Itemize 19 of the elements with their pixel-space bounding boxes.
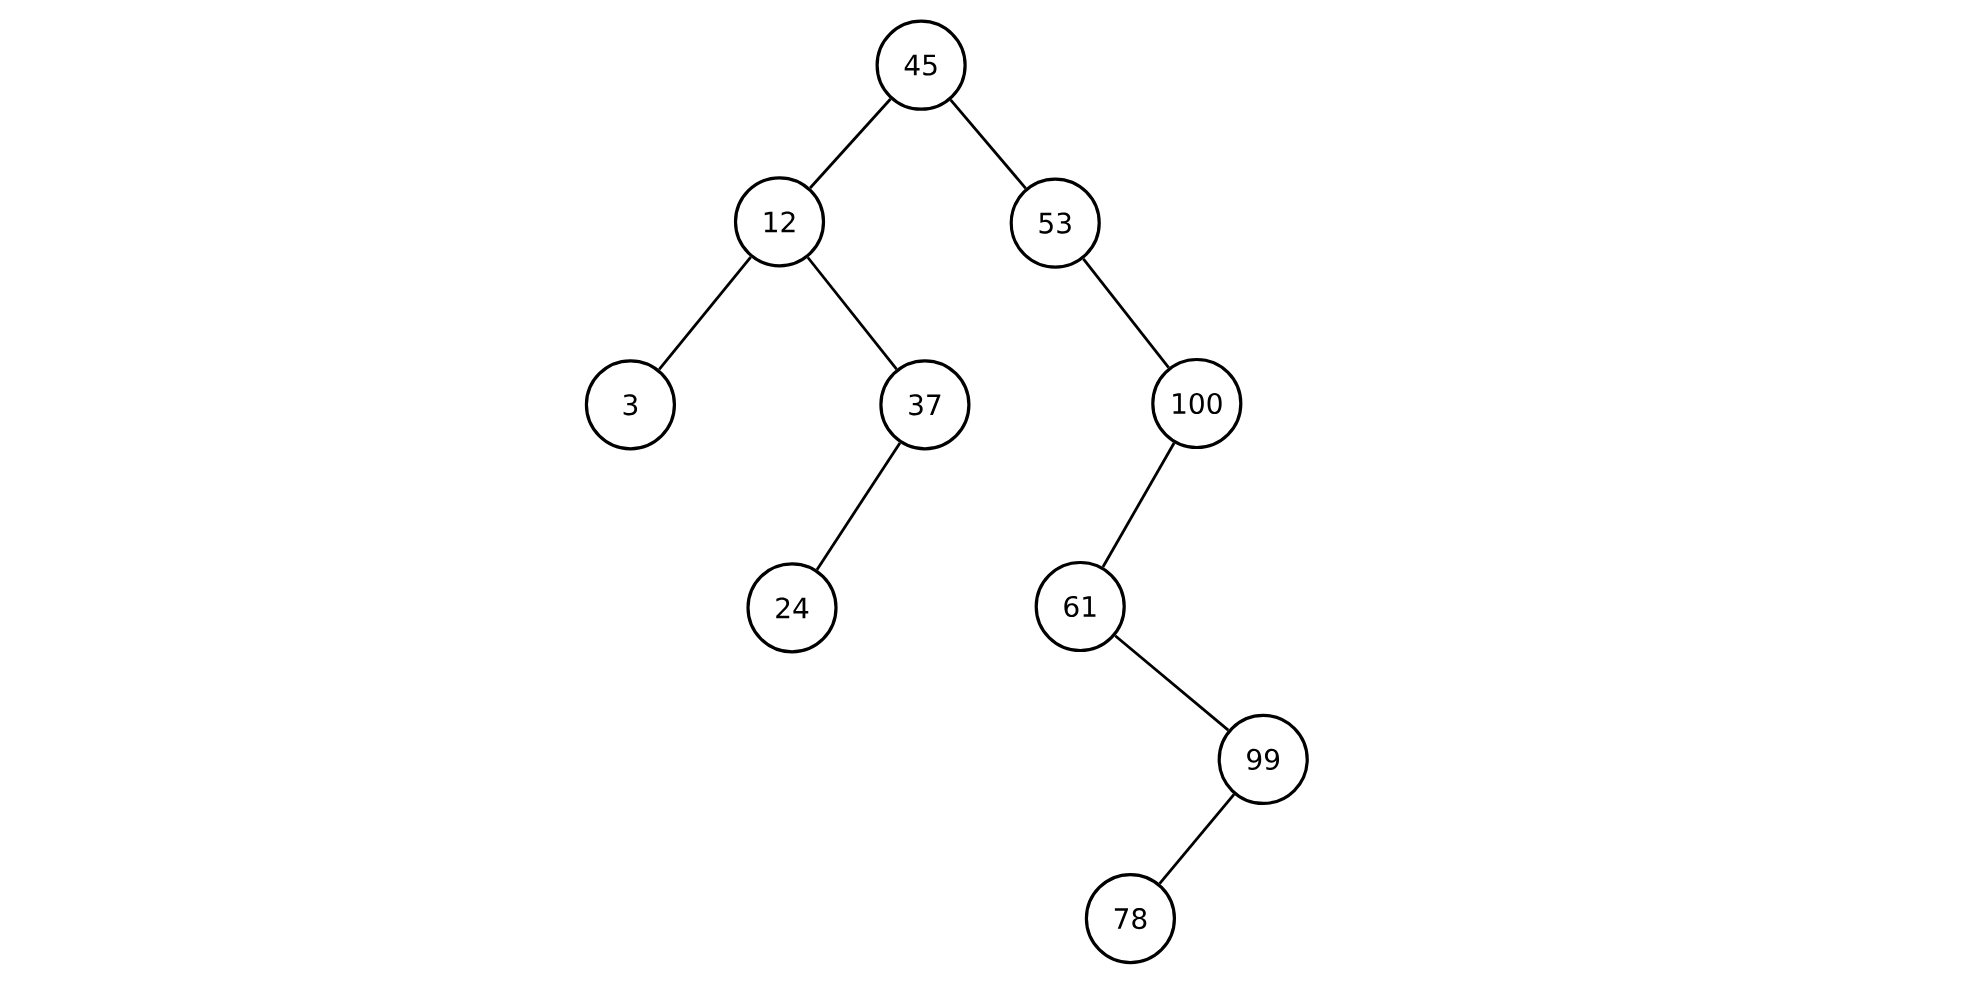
tree-edge — [1101, 442, 1176, 568]
tree-edge — [809, 98, 892, 189]
tree-node: 53 — [1009, 177, 1101, 269]
tree-node: 24 — [746, 562, 838, 654]
tree-node: 12 — [733, 176, 826, 268]
tree-edge — [1114, 634, 1230, 732]
tree-edge — [806, 256, 898, 370]
tree-node: 45 — [875, 19, 967, 111]
tree-node: 100 — [1151, 357, 1243, 450]
tree-edge — [658, 256, 752, 371]
tree-edge — [949, 99, 1027, 190]
tree-node: 37 — [879, 359, 971, 451]
tree-edge — [1082, 258, 1170, 369]
tree-node: 3 — [584, 359, 676, 451]
tree-edge — [1158, 793, 1236, 885]
tree-node: 78 — [1084, 873, 1176, 965]
tree-node: 99 — [1217, 713, 1309, 805]
tree-edge — [815, 442, 902, 571]
tree-node: 61 — [1034, 560, 1126, 653]
